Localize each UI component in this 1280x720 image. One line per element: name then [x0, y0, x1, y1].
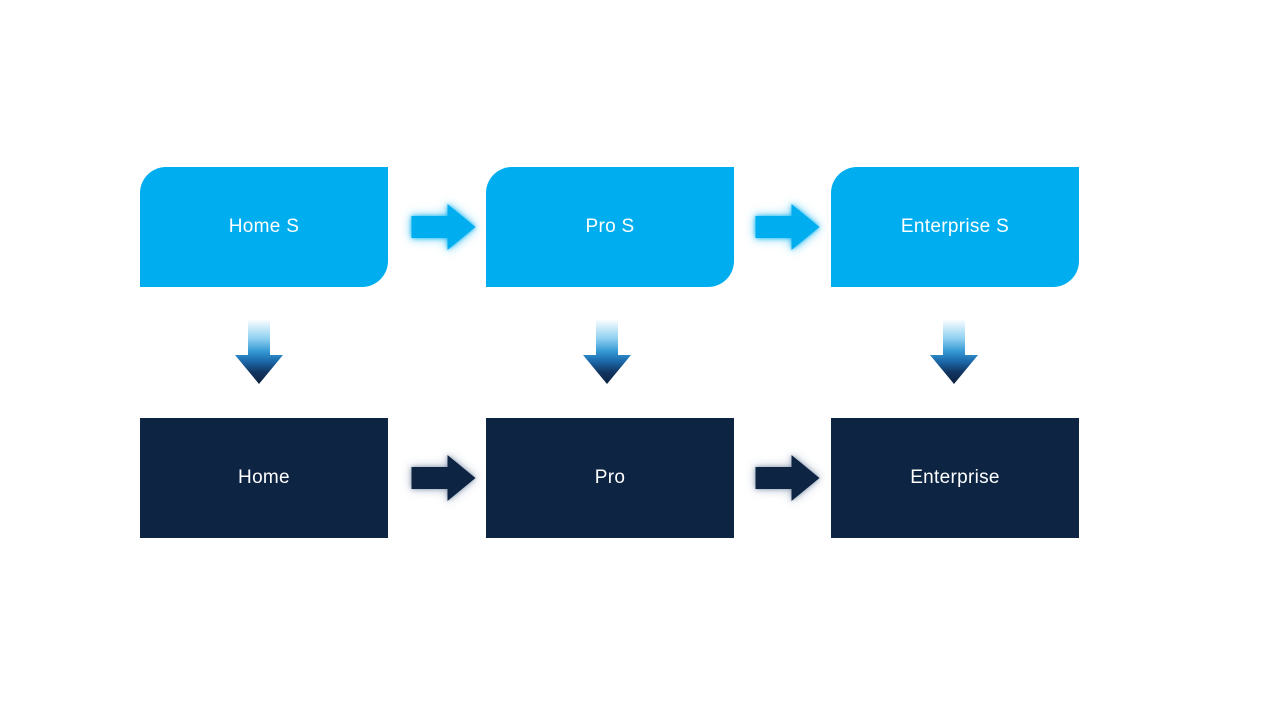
node-enterprise: Enterprise: [831, 418, 1079, 538]
node-pro-s: Pro S: [486, 167, 734, 287]
node-pro-label: Pro: [594, 467, 626, 488]
node-pro-s-label: Pro S: [585, 216, 635, 237]
node-home-s-label: Home S: [228, 216, 300, 237]
node-pro: Pro: [486, 418, 734, 538]
down-arrow-icon: [235, 319, 283, 384]
node-home: Home: [140, 418, 388, 538]
right-arrow-icon: [755, 455, 820, 501]
right-arrow-icon: [411, 455, 476, 501]
node-enterprise-label: Enterprise: [910, 467, 1000, 488]
node-enterprise-s-label: Enterprise S: [900, 216, 1010, 237]
down-arrow-icon: [930, 319, 978, 384]
down-arrow-icon: [583, 319, 631, 384]
right-arrow-icon: [755, 204, 820, 250]
node-home-label: Home: [238, 467, 290, 488]
right-arrow-icon: [411, 204, 476, 250]
node-home-s: Home S: [140, 167, 388, 287]
node-enterprise-s: Enterprise S: [831, 167, 1079, 287]
